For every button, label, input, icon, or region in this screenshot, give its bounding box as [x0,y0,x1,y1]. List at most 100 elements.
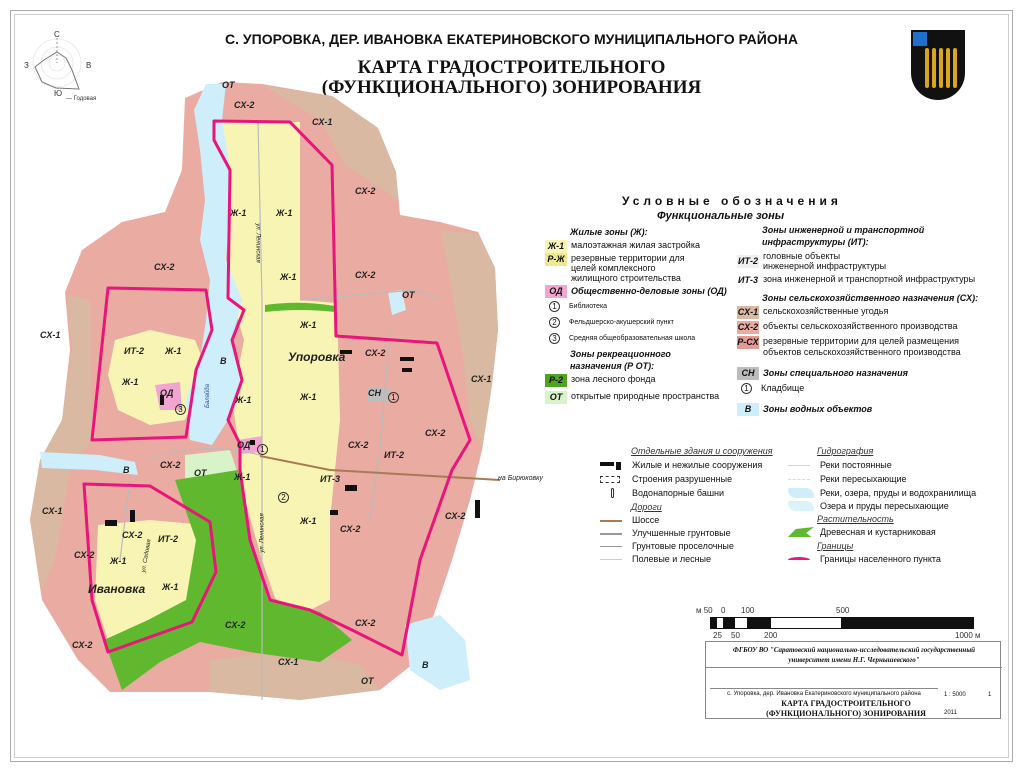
drying-river-line-icon [788,474,814,484]
map-label-ot: ОТ [361,676,374,686]
legend-highway: Шоссе [600,515,659,526]
legend-text: резервные территории для целей комплексн… [571,253,685,283]
zone-zh1-uporovka [215,122,340,615]
river-label: Балайда [204,384,211,408]
map-label-zh1: Ж-1 [165,346,182,356]
zone-forest [104,470,352,690]
map-label-sx1: СХ-1 [471,374,492,384]
legend-hydro-heading: Гидрография [817,446,874,456]
legend-sx1: СХ-1 сельскохозяйственные угодья [737,306,888,319]
legend-boundary: Границы населенного пункта [788,554,941,565]
title-block-divider [706,667,1002,668]
legend-vegetation-heading: Растительность [817,514,894,524]
wind-rose-icon [32,38,82,90]
zone-water-pond-north [388,290,406,315]
map-label-v: В [123,465,130,475]
swatch-rzh: Р-Ж [545,253,567,266]
medical-post-marker: 2 [278,492,289,503]
map-label-sx2: СХ-2 [445,511,466,521]
swatch-sx1: СХ-1 [737,306,759,319]
legend-text: сельскохозяйственные угодья [763,306,889,316]
scale-label: 25 [713,631,722,640]
scale-label: 200 [764,631,778,640]
map-label-zh1: Ж-1 [300,516,317,526]
scale-label: 50 [731,631,740,640]
legend-roads-heading: Дороги [631,502,662,512]
zone-water-pond-west [40,452,138,475]
map-label-sx2: СХ-2 [355,186,376,196]
dirt-road-line-icon [600,541,626,551]
legend-buildings-heading: Отдельные здания и сооружения [631,446,773,456]
marker-icon: 1 [549,301,560,312]
map-title-line1: КАРТА ГРАДОСТРОИТЕЛЬНОГО [357,57,666,78]
title-block-year: 2011 [944,710,957,716]
map-label-od: ОД [237,440,251,450]
water-body-icon [788,488,814,498]
map-title-line2: (ФУНКЦИОНАЛЬНОГО) ЗОНИРОВАНИЯ [321,77,702,98]
map-label-sx2: СХ-2 [72,640,93,650]
buildings [105,350,480,526]
map-label-sx2: СХ-2 [340,524,361,534]
legend-rzh: Р-Ж резервные территории для целей компле… [545,253,715,283]
map-label-zh1: Ж-1 [162,582,179,592]
legend-text: Жилые и нежилые сооружения [632,460,763,470]
zone-sx1-east [440,230,498,450]
legend-text: Границы населенного пункта [820,554,941,564]
map-label-zh1: Ж-1 [122,377,139,387]
coat-of-arms-icon [911,30,965,100]
legend-text: Средняя общеобразовательная школа [569,335,696,342]
map-label-it2: ИТ-2 [384,450,404,460]
map-label-zh1: Ж-1 [230,208,247,218]
zone-sx1-south [210,650,380,700]
map-label-ot: ОТ [222,80,235,90]
title-block: ФГБОУ ВО "Саратовский национально-исслед… [705,641,1002,719]
legend-residential-heading: Жилые зоны (Ж): [570,227,648,237]
wind-rose-east: В [86,61,92,70]
map-label-zh1: Ж-1 [300,392,317,402]
legend-text: головные объекты инженерной инфраструкту… [763,251,887,271]
map-label-it2: ИТ-2 [124,346,144,356]
school-marker: 3 [175,404,186,415]
settlement-label-uporovka: Упоровка [288,350,346,364]
legend-text: Шоссе [632,515,660,525]
legend-text: малоэтажная жилая застройка [571,240,700,250]
swatch-rsx: Р-СХ [737,336,759,349]
legend-agri-heading: Зоны сельскохозяйственного назначения (С… [762,293,979,303]
map-label-sx1: СХ-1 [312,117,333,127]
river-line-icon [788,460,814,470]
marker-icon: 3 [549,333,560,344]
legend-text: Зоны специального назначения [763,368,908,378]
library-marker: 1 [257,444,268,455]
legend-text: зона лесного фонда [571,374,656,384]
legend-text: Улучшенные грунтовые [632,528,731,538]
map-label-sx2: СХ-2 [425,428,446,438]
legend-title: Условные обозначения [622,194,842,208]
legend-text: Реки постоянные [820,460,892,470]
map-label-sn: СН [368,388,381,398]
legend-text: резервные территории для целей размещени… [763,336,961,357]
map-label-zh1: Ж-1 [234,472,251,482]
cemetery-marker: 1 [388,392,399,403]
legend-water-bodies: Реки, озера, пруды и водохранилища [788,488,976,499]
swatch-zh1: Ж-1 [545,240,567,253]
legend-rivers: Реки постоянные [788,460,892,471]
map-label-sx1: СХ-1 [278,657,299,667]
boundary-uporovka [212,119,472,657]
legend-text: Библиотека [569,303,608,310]
settlement-boundaries [82,119,472,657]
legend-text: Древесная и кустарниковая [820,527,936,537]
wind-rose-west: З [24,61,29,70]
title-block-scale: 1 : 5000 [944,692,966,698]
highway-line-icon [600,515,626,525]
map-inner-frame [14,14,1009,758]
settlement-label-ivanovka: Ивановка [88,582,146,596]
legend-drying-rivers: Реки пересыхающие [788,474,907,485]
legend-field-road: Полевые и лесные [600,554,711,565]
